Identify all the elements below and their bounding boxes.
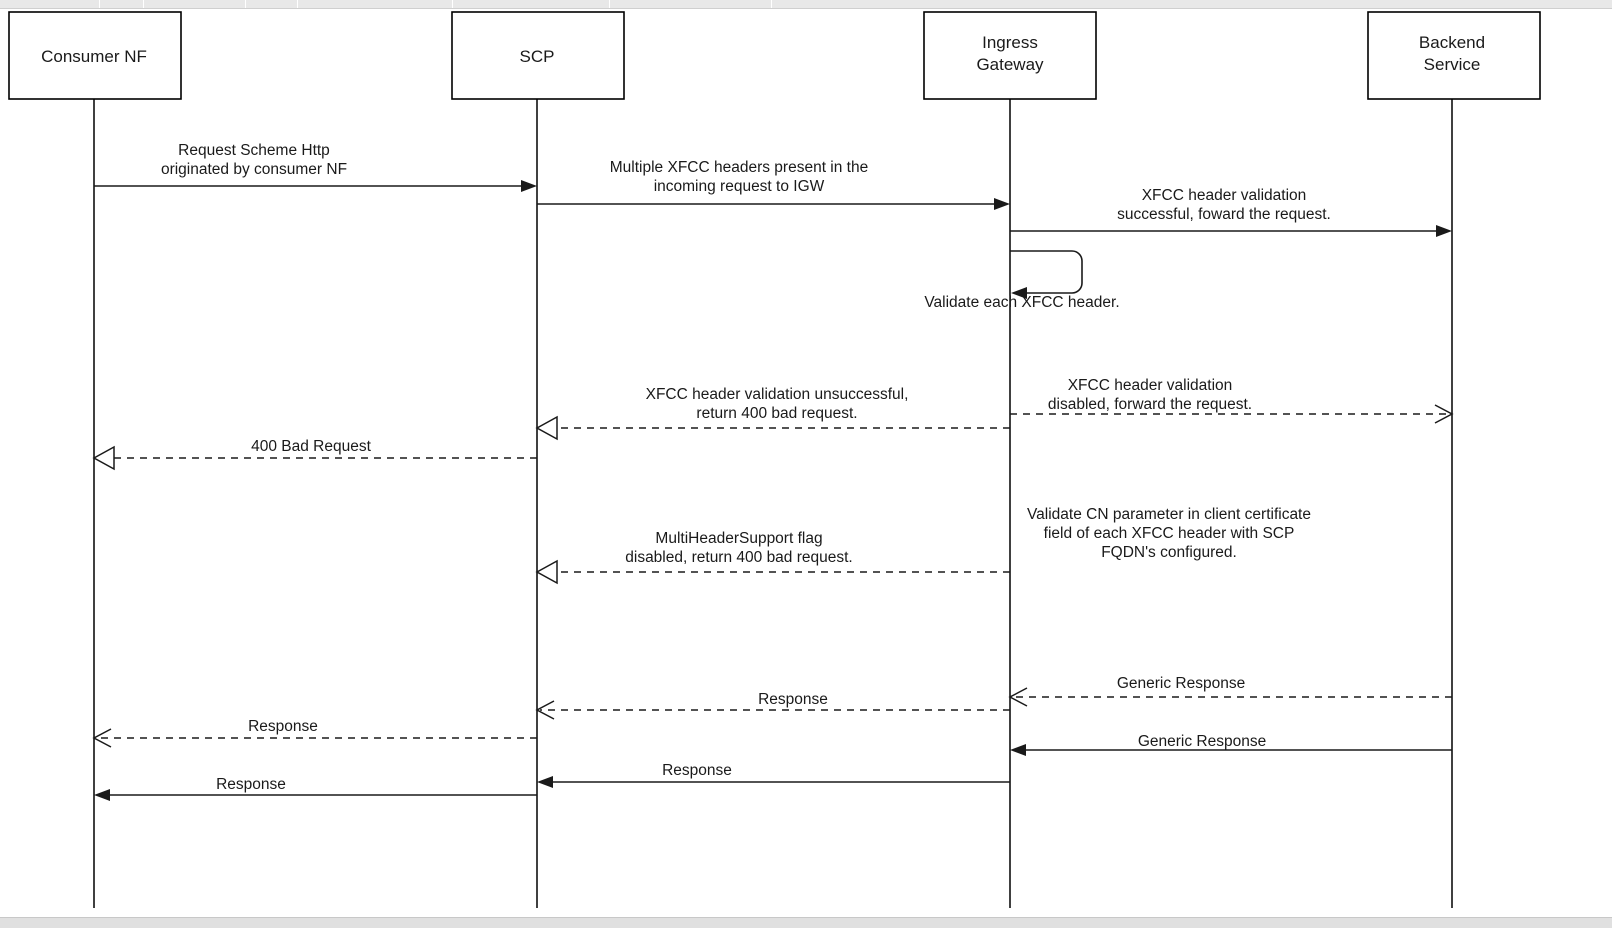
msg-validate-each-xfcc-header-label: Validate each XFCC header. <box>924 294 1119 311</box>
participant-label-scp: SCP <box>520 47 555 66</box>
chrome-divider-5 <box>452 0 453 8</box>
msg-400-bad-request-label: 400 Bad Request <box>251 438 371 455</box>
msg-validate-each-xfcc-header-path <box>1010 250 1083 294</box>
participant-consumer-nf: Consumer NF <box>8 11 182 908</box>
msg-xfcc-validation-disabled-arrowhead <box>1434 404 1454 424</box>
msg-response-scp-consumer-solid[interactable]: Response <box>94 776 537 801</box>
participant-box-scp[interactable] <box>451 11 625 100</box>
msg-generic-response-dashed-arrowhead <box>1008 687 1028 707</box>
participant-box-ingress-gateway[interactable] <box>923 11 1097 100</box>
window-chrome-top-strip <box>0 0 1612 9</box>
chrome-divider-4 <box>297 0 298 8</box>
msg-generic-response-solid[interactable]: Generic Response <box>1010 733 1452 756</box>
msg-validate-each-xfcc-header-arrowhead <box>1011 287 1027 299</box>
msg-validate-cn-parameter-label: Validate CN parameter in client certific… <box>1027 506 1311 523</box>
msg-multiple-xfcc-headers-label: incoming request to IGW <box>654 178 825 195</box>
msg-response-scp-consumer-solid-label: Response <box>216 776 286 793</box>
msg-multiheadersupport-disabled-label: MultiHeaderSupport flag <box>655 530 822 547</box>
msg-xfcc-validation-successful[interactable]: XFCC header validation successful, foward… <box>1010 187 1452 237</box>
msg-xfcc-validation-unsuccessful-arrowhead <box>535 415 558 441</box>
msg-generic-response-solid-label: Generic Response <box>1138 733 1266 750</box>
msg-validate-cn-parameter-label: FQDN's configured. <box>1101 544 1237 561</box>
msg-validate-cn-parameter-label: field of each XFCC header with SCP <box>1044 525 1295 542</box>
msg-request-scheme-http-arrowhead <box>521 180 537 192</box>
msg-response-igw-scp-solid-label: Response <box>662 762 732 779</box>
msg-multiheadersupport-disabled[interactable]: MultiHeaderSupport flag disabled, return … <box>535 530 1010 585</box>
msg-generic-response-solid-arrowhead <box>1010 744 1026 756</box>
participant-box-backend-service[interactable] <box>1367 11 1541 100</box>
msg-response-igw-scp-dashed[interactable]: Response <box>535 691 1010 720</box>
msg-xfcc-validation-unsuccessful-label: return 400 bad request. <box>696 405 857 422</box>
msg-xfcc-validation-unsuccessful[interactable]: XFCC header validation unsuccessful, retu… <box>535 386 1010 441</box>
msg-request-scheme-http-label: originated by consumer NF <box>161 161 347 178</box>
msg-xfcc-validation-disabled-label: XFCC header validation <box>1068 377 1233 394</box>
msg-validate-each-xfcc-header[interactable]: Validate each XFCC header. <box>924 250 1120 311</box>
msg-xfcc-validation-disabled-label: disabled, forward the request. <box>1048 396 1252 413</box>
msg-xfcc-validation-successful-arrowhead <box>1436 225 1452 237</box>
window-chrome-bottom-strip <box>0 917 1612 928</box>
chrome-divider-6 <box>609 0 610 8</box>
chrome-divider-3 <box>245 0 246 8</box>
chrome-divider-2 <box>143 0 144 8</box>
participant-label-ingress-gateway: Ingress <box>982 33 1038 52</box>
msg-response-igw-scp-dashed-label: Response <box>758 691 828 708</box>
msg-multiple-xfcc-headers-arrowhead <box>994 198 1010 210</box>
msg-xfcc-validation-disabled[interactable]: XFCC header validation disabled, forward … <box>1010 377 1454 424</box>
msg-response-scp-consumer-dashed-label: Response <box>248 718 318 735</box>
msg-generic-response-dashed[interactable]: Generic Response <box>1008 675 1452 707</box>
participant-scp: SCP <box>451 11 625 908</box>
msg-multiple-xfcc-headers-label: Multiple XFCC headers present in the <box>610 159 868 176</box>
msg-response-igw-scp-solid-arrowhead <box>537 776 553 788</box>
msg-response-igw-scp-solid[interactable]: Response <box>537 762 1010 788</box>
msg-request-scheme-http[interactable]: Request Scheme Http originated by consume… <box>94 142 537 192</box>
msg-response-scp-consumer-dashed-arrowhead <box>92 728 112 748</box>
messages-group: Request Scheme Http originated by consume… <box>92 142 1454 801</box>
msg-xfcc-validation-unsuccessful-label: XFCC header validation unsuccessful, <box>646 386 909 403</box>
participant-label-backend-service-line2: Service <box>1424 55 1481 74</box>
msg-400-bad-request-arrowhead <box>92 445 115 471</box>
msg-validate-cn-parameter[interactable]: Validate CN parameter in client certific… <box>1027 506 1311 561</box>
participant-label-consumer-nf: Consumer NF <box>41 47 147 66</box>
participant-box-consumer-nf[interactable] <box>8 11 182 100</box>
msg-multiheadersupport-disabled-arrowhead <box>535 559 558 585</box>
msg-request-scheme-http-label: Request Scheme Http <box>178 142 330 159</box>
msg-response-scp-consumer-dashed[interactable]: Response <box>92 718 537 748</box>
msg-multiheadersupport-disabled-label: disabled, return 400 bad request. <box>625 549 853 566</box>
participant-label-backend-service: Backend <box>1419 33 1485 52</box>
chrome-divider-1 <box>99 0 100 8</box>
msg-xfcc-validation-successful-label: successful, foward the request. <box>1117 206 1331 223</box>
participant-label-ingress-gateway-line2: Gateway <box>976 55 1044 74</box>
chrome-divider-7 <box>771 0 772 8</box>
msg-response-scp-consumer-solid-arrowhead <box>94 789 110 801</box>
msg-response-igw-scp-dashed-arrowhead <box>535 700 555 720</box>
msg-xfcc-validation-successful-label: XFCC header validation <box>1142 187 1307 204</box>
msg-multiple-xfcc-headers[interactable]: Multiple XFCC headers present in the inco… <box>537 159 1010 210</box>
msg-400-bad-request[interactable]: 400 Bad Request <box>92 438 537 471</box>
msg-generic-response-dashed-label: Generic Response <box>1117 675 1245 692</box>
